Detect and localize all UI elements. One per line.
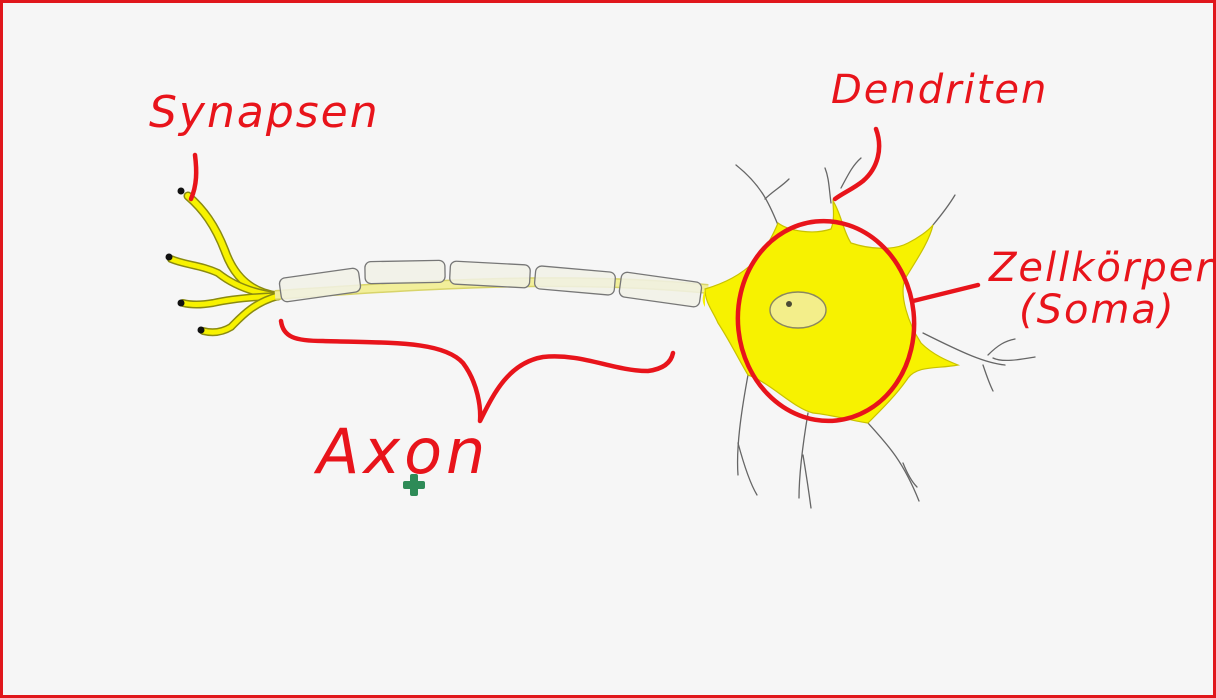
synapse-knob <box>177 299 185 307</box>
myelin-segment <box>278 267 362 303</box>
dendriten-pointer <box>832 126 882 202</box>
synapse-knob <box>177 187 185 195</box>
myelin-segment <box>364 259 446 285</box>
myelin-segment <box>618 271 703 308</box>
annotation-strokes <box>188 126 981 424</box>
nucleus <box>769 291 827 329</box>
axon-terminals <box>165 187 283 337</box>
label-dendriten: Dendriten <box>831 67 1048 113</box>
axon-bracket <box>278 318 676 424</box>
soma-body <box>704 199 961 424</box>
zellkoerper-pointer <box>910 282 981 304</box>
neuron-diagram: Synapsen Dendriten Zellkörper (Soma) Axo… <box>149 67 1213 509</box>
synapse-knob <box>197 326 205 334</box>
plus-cursor-icon <box>403 474 425 496</box>
nucleolus <box>786 301 792 307</box>
label-axon: Axon <box>313 415 489 488</box>
myelin-sheaths <box>278 259 703 308</box>
dendrite-branches <box>735 157 1036 509</box>
synapsen-pointer <box>188 152 199 202</box>
label-synapsen: Synapsen <box>149 87 380 138</box>
synapse-knob <box>165 253 173 261</box>
label-soma: (Soma) <box>1019 287 1176 333</box>
label-zellkoerper: Zellkörper <box>988 245 1213 291</box>
myelin-segment <box>449 260 531 289</box>
soma-circle-annotation <box>735 218 917 424</box>
myelin-segment <box>533 265 616 296</box>
